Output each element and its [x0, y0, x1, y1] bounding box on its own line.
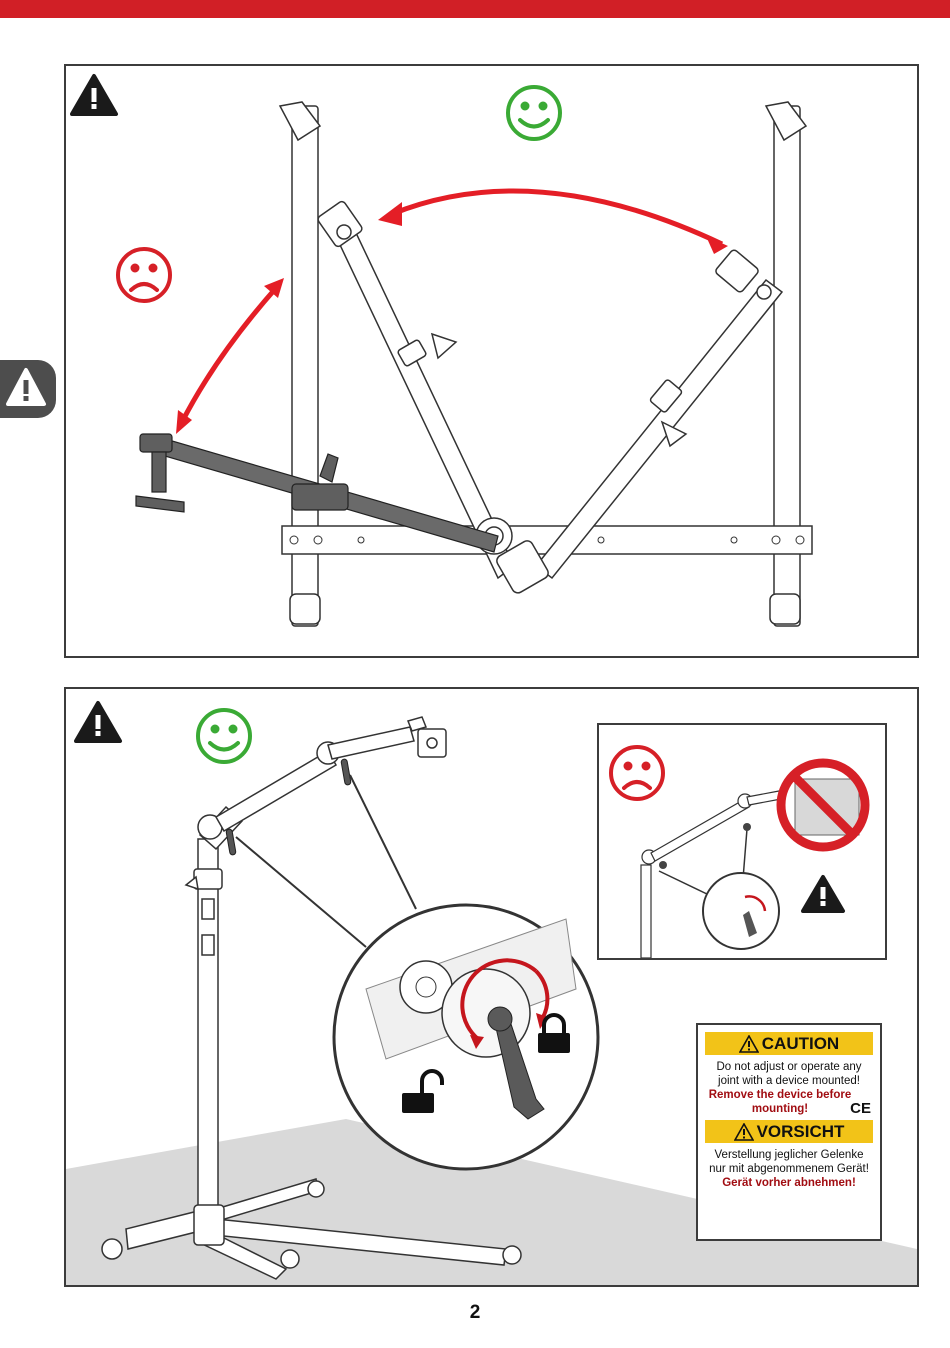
warning-triangle-outline-icon [738, 1034, 759, 1053]
top-brand-bar [0, 0, 950, 18]
floor [66, 1119, 917, 1285]
arrow-head [378, 202, 402, 226]
stand-joint-lock-illustration [66, 701, 917, 1285]
padlock-open-icon [402, 1069, 444, 1113]
joint-lock-detail-magnifier [332, 903, 600, 1171]
callout-lines [235, 774, 417, 948]
warning-triangle-icon [6, 368, 46, 406]
sad-face-icon [116, 247, 172, 303]
vorsicht-text: Verstellung jeglicher Gelenke nur mit ab… [709, 1149, 869, 1175]
arm-upper-right-position [534, 249, 784, 580]
swing-range-arrow-left [179, 286, 278, 424]
happy-face-icon [506, 85, 562, 141]
base-crossbar [281, 525, 813, 555]
page-number: 2 [469, 1302, 481, 1323]
caution-text: Do not adjust or operate any joint with … [716, 1061, 862, 1087]
top-illustration-panel [64, 64, 919, 658]
bottom-illustration-panel: CAUTION Do not adjust or operate any joi… [64, 687, 919, 1287]
arrow-head [264, 278, 284, 298]
sad-face-icon [609, 745, 665, 801]
vorsicht-header: VORSICHT [705, 1120, 873, 1143]
arrow-head [176, 410, 192, 434]
prohibited-sign-icon [776, 758, 870, 852]
floor-stand [101, 716, 522, 1280]
side-warning-tab [0, 360, 56, 418]
caution-sticker: CAUTION Do not adjust or operate any joi… [696, 1023, 882, 1241]
warning-triangle-outline-icon [733, 1122, 754, 1141]
arrow-head [706, 236, 728, 254]
device-mounted-illustration [609, 745, 870, 958]
vorsicht-warning: Gerät vorher abnehmen! [722, 1177, 856, 1189]
padlock-closed-icon [538, 1013, 570, 1053]
swing-range-arrow-top [391, 188, 724, 247]
floor-stand [640, 790, 782, 958]
vorsicht-heading: VORSICHT [756, 1121, 845, 1141]
warning-triangle-icon [801, 875, 845, 913]
callout-lines [658, 828, 748, 896]
stand-arm-positions-illustration [70, 74, 813, 627]
warning-triangle-icon [74, 701, 122, 743]
vorsicht-body: Verstellung jeglicher Gelenke nur mit ab… [705, 1143, 873, 1194]
joint-lock-detail-magnifier [702, 872, 780, 950]
caution-body: Do not adjust or operate any joint with … [705, 1055, 873, 1120]
arm-low-position [135, 433, 499, 553]
caution-header: CAUTION [705, 1032, 873, 1055]
warning-triangle-icon [70, 74, 118, 116]
arm-upper-left-position [317, 200, 515, 580]
caution-heading: CAUTION [761, 1033, 840, 1053]
joint-lever [225, 758, 352, 856]
right-upright [764, 101, 808, 627]
caution-warning: Remove the device before mounting! [708, 1089, 852, 1115]
wrong-usage-inset [597, 723, 887, 960]
happy-face-icon [196, 708, 252, 764]
ce-mark: CE [850, 1100, 871, 1117]
